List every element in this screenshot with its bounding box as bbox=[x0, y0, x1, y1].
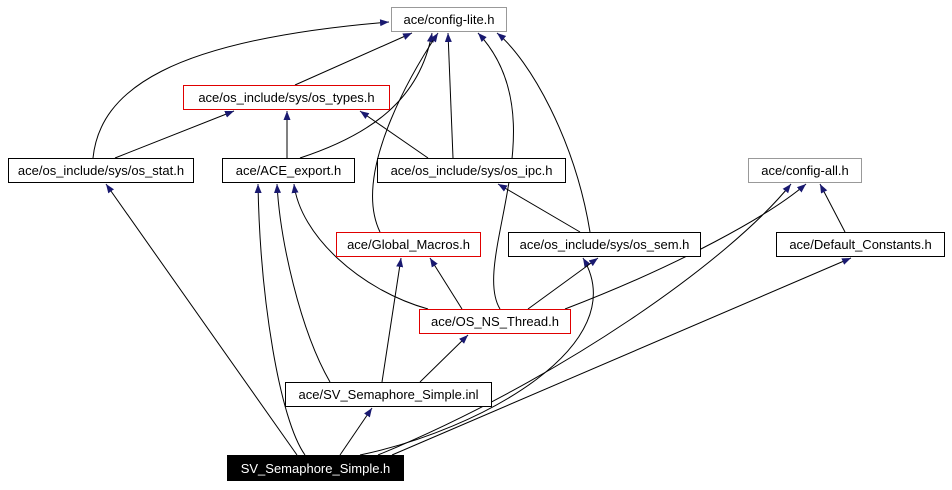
edge-os_sem-to-config_lite bbox=[496, 32, 591, 233]
edge-SV_Semaphore_Simple_h-to-os_sem bbox=[359, 257, 594, 456]
edge-SV_Semaphore_Simple_h-to-config_all bbox=[377, 183, 792, 456]
graph-node-label: ace/Default_Constants.h bbox=[789, 237, 932, 252]
graph-node-SV_Semaphore_Simple_h[interactable]: SV_Semaphore_Simple.h bbox=[227, 455, 404, 481]
edge-SV_Semaphore_Simple_h-to-Default_Constants bbox=[391, 257, 852, 456]
graph-node-label: ace/os_include/sys/os_sem.h bbox=[519, 237, 690, 252]
graph-node-Default_Constants[interactable]: ace/Default_Constants.h bbox=[776, 232, 945, 257]
edge-os_ipc-to-config_lite bbox=[444, 32, 454, 159]
edge-SV_Semaphore_Simple_inl-to-Global_Macros bbox=[381, 257, 404, 383]
graph-node-config_lite[interactable]: ace/config-lite.h bbox=[391, 7, 507, 32]
edge-Global_Macros-to-config_lite bbox=[372, 32, 439, 233]
edge-group bbox=[92, 19, 852, 456]
graph-node-label: ace/os_include/sys/os_stat.h bbox=[17, 163, 185, 178]
graph-node-SV_Semaphore_Simple_inl[interactable]: ace/SV_Semaphore_Simple.inl bbox=[285, 382, 492, 407]
graph-node-Global_Macros[interactable]: ace/Global_Macros.h bbox=[336, 232, 481, 257]
edge-OS_NS_Thread-to-config_lite bbox=[477, 32, 514, 310]
graph-node-label: ace/OS_NS_Thread.h bbox=[431, 314, 559, 329]
edge-os_types-to-config_lite bbox=[294, 32, 413, 86]
edge-os_stat-to-config_lite bbox=[92, 19, 390, 159]
graph-node-label: SV_Semaphore_Simple.h bbox=[240, 460, 391, 476]
edge-SV_Semaphore_Simple_h-to-SV_Semaphore_Simple_inl bbox=[339, 407, 373, 456]
edge-SV_Semaphore_Simple_inl-to-ACE_export bbox=[273, 183, 331, 383]
graph-node-label: ace/os_include/sys/os_types.h bbox=[198, 90, 375, 105]
graph-node-label: ace/config-lite.h bbox=[403, 12, 495, 27]
graph-node-os_types[interactable]: ace/os_include/sys/os_types.h bbox=[183, 85, 390, 110]
edge-OS_NS_Thread-to-Global_Macros bbox=[429, 257, 463, 310]
graph-node-label: ace/Global_Macros.h bbox=[347, 237, 470, 252]
graph-node-label: ace/os_include/sys/os_ipc.h bbox=[390, 163, 553, 178]
edge-os_sem-to-os_ipc bbox=[497, 183, 581, 233]
graph-node-label: ace/ACE_export.h bbox=[235, 163, 342, 178]
graph-node-label: ace/SV_Semaphore_Simple.inl bbox=[298, 387, 479, 402]
edge-OS_NS_Thread-to-config_all bbox=[564, 183, 807, 310]
graph-node-label: ace/config-all.h bbox=[761, 163, 849, 178]
graph-node-ACE_export[interactable]: ace/ACE_export.h bbox=[222, 158, 355, 183]
edge-OS_NS_Thread-to-ACE_export bbox=[291, 183, 429, 310]
graph-node-OS_NS_Thread[interactable]: ace/OS_NS_Thread.h bbox=[419, 309, 571, 334]
graph-node-os_ipc[interactable]: ace/os_include/sys/os_ipc.h bbox=[377, 158, 566, 183]
edge-os_stat-to-os_types bbox=[114, 110, 235, 159]
graph-node-os_stat[interactable]: ace/os_include/sys/os_stat.h bbox=[8, 158, 194, 183]
edge-OS_NS_Thread-to-os_sem bbox=[527, 257, 599, 310]
edge-SV_Semaphore_Simple_inl-to-OS_NS_Thread bbox=[419, 334, 469, 383]
edge-SV_Semaphore_Simple_h-to-os_stat bbox=[105, 183, 298, 456]
edge-ACE_export-to-config_lite bbox=[299, 32, 434, 159]
edge-SV_Semaphore_Simple_h-to-ACE_export bbox=[254, 183, 306, 456]
graph-node-os_sem[interactable]: ace/os_include/sys/os_sem.h bbox=[508, 232, 701, 257]
edge-os_ipc-to-os_types bbox=[359, 110, 429, 159]
edge-Default_Constants-to-config_all bbox=[819, 183, 846, 233]
graph-node-config_all[interactable]: ace/config-all.h bbox=[748, 158, 862, 183]
